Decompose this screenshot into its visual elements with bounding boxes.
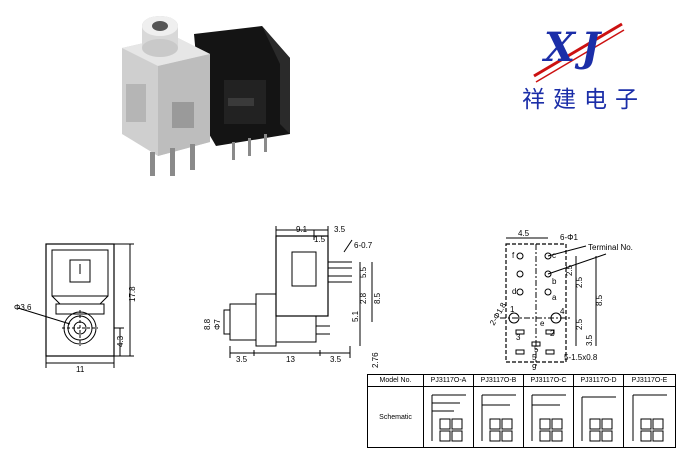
pcb-dim-b2: 9 <box>532 363 537 372</box>
schematic-cell <box>573 386 624 448</box>
front-height-label: 17.8 <box>128 286 137 302</box>
side-dim-top: 9.1 <box>296 225 308 234</box>
pcb-dia-label: 2-Φ1.8 <box>488 301 508 327</box>
side-dim-right4: 5.1 <box>351 310 360 322</box>
side-dim-bottom2: 13 <box>286 355 295 364</box>
schematic-d-icon <box>581 396 616 442</box>
side-dim-left2: Φ7 <box>213 319 222 330</box>
pcb-slot-label: 5-1.5x0.8 <box>564 353 598 362</box>
schematic-a-icon <box>431 394 466 442</box>
schematic-header: Schematic <box>367 386 424 448</box>
pcb-dim-top: 4.5 <box>518 229 530 238</box>
front-height2-label: 4.3 <box>116 335 125 347</box>
side-dim-right3: 8.5 <box>373 292 382 304</box>
front-dia-label: Φ3.6 <box>14 303 32 312</box>
schematic-c-icon <box>531 394 566 442</box>
side-dim-right2: 2.8 <box>359 292 368 304</box>
side-dim-bottom3: 3.5 <box>330 355 342 364</box>
front-width-label: 11 <box>76 365 85 372</box>
pcb-num-1: 1 <box>510 305 515 314</box>
model-header: Model No. <box>367 374 424 387</box>
schematic-row: Schematic <box>367 386 676 448</box>
pcb-dim-r5: 3.5 <box>585 334 594 346</box>
side-dim-bottom1: 3.5 <box>236 355 248 364</box>
logo-swoosh-icon <box>533 22 625 83</box>
schematic-e-icon <box>632 394 667 442</box>
pcb-pin-c: c <box>552 251 556 260</box>
pcb-pin-a: a <box>552 293 557 302</box>
model-schematic-table: Model No. PJ3117O-A PJ3117O-B PJ3117O-C … <box>367 374 676 448</box>
pcb-num-4: 4 <box>560 307 565 316</box>
model-cell: PJ3117O-B <box>473 374 524 387</box>
pcb-layout-drawing: 4.5 6-Φ1 Terminal No. 2.5 2.5 8.5 2.5 3.… <box>488 229 633 372</box>
pcb-pin-f: f <box>512 251 515 260</box>
schematic-cell <box>523 386 574 448</box>
company-name: 祥建电子 <box>522 87 646 113</box>
front-view-drawing: Φ3.6 11 17.8 4.3 <box>14 243 137 372</box>
side-dim-left1: 8.8 <box>203 318 212 330</box>
pcb-num-5: 5 <box>534 345 539 354</box>
pcb-dim-r1: 2.5 <box>565 264 574 276</box>
logo-letters: XJ <box>544 24 606 71</box>
model-cell: PJ3117O-C <box>523 374 574 387</box>
pcb-dim-r3: 8.5 <box>595 294 604 306</box>
model-cell: PJ3117O-A <box>423 374 474 387</box>
model-cell: PJ3117O-D <box>573 374 624 387</box>
side-dim-right1: 5.5 <box>359 266 368 278</box>
schematic-b-icon <box>481 394 516 442</box>
pcb-dim-b1: 5 <box>532 353 537 362</box>
pcb-holes-label: 6-Φ1 <box>560 233 578 242</box>
side-dim-top3: 1.5 <box>314 235 326 244</box>
side-dim-top2: 3.5 <box>334 225 346 234</box>
model-row: Model No. PJ3117O-A PJ3117O-B PJ3117O-C … <box>367 374 676 387</box>
schematic-cell <box>623 386 676 448</box>
pcb-dim-r2: 2.5 <box>575 276 584 288</box>
pcb-pin-d: d <box>512 287 516 296</box>
schematic-cell <box>423 386 474 448</box>
pcb-num-2: 2 <box>550 329 555 338</box>
product-photo <box>112 14 302 184</box>
pcb-pin-e: e <box>540 319 545 328</box>
pcb-num-3: 3 <box>516 333 521 342</box>
pcb-dim-r4: 2.5 <box>575 318 584 330</box>
schematic-cell <box>473 386 524 448</box>
side-dim-bottom4: 2.76 <box>371 352 380 368</box>
pcb-terminal-label: Terminal No. <box>588 243 633 252</box>
side-view-drawing: 9.1 3.5 1.5 6-0.7 5.5 2.8 8.5 5.1 8.8 Φ7… <box>203 225 382 368</box>
model-cell: PJ3117O-E <box>623 374 676 387</box>
side-pins-label: 6-0.7 <box>354 241 373 250</box>
pcb-pin-b: b <box>552 277 557 286</box>
company-logo: XJ 祥建电子 <box>512 18 652 114</box>
